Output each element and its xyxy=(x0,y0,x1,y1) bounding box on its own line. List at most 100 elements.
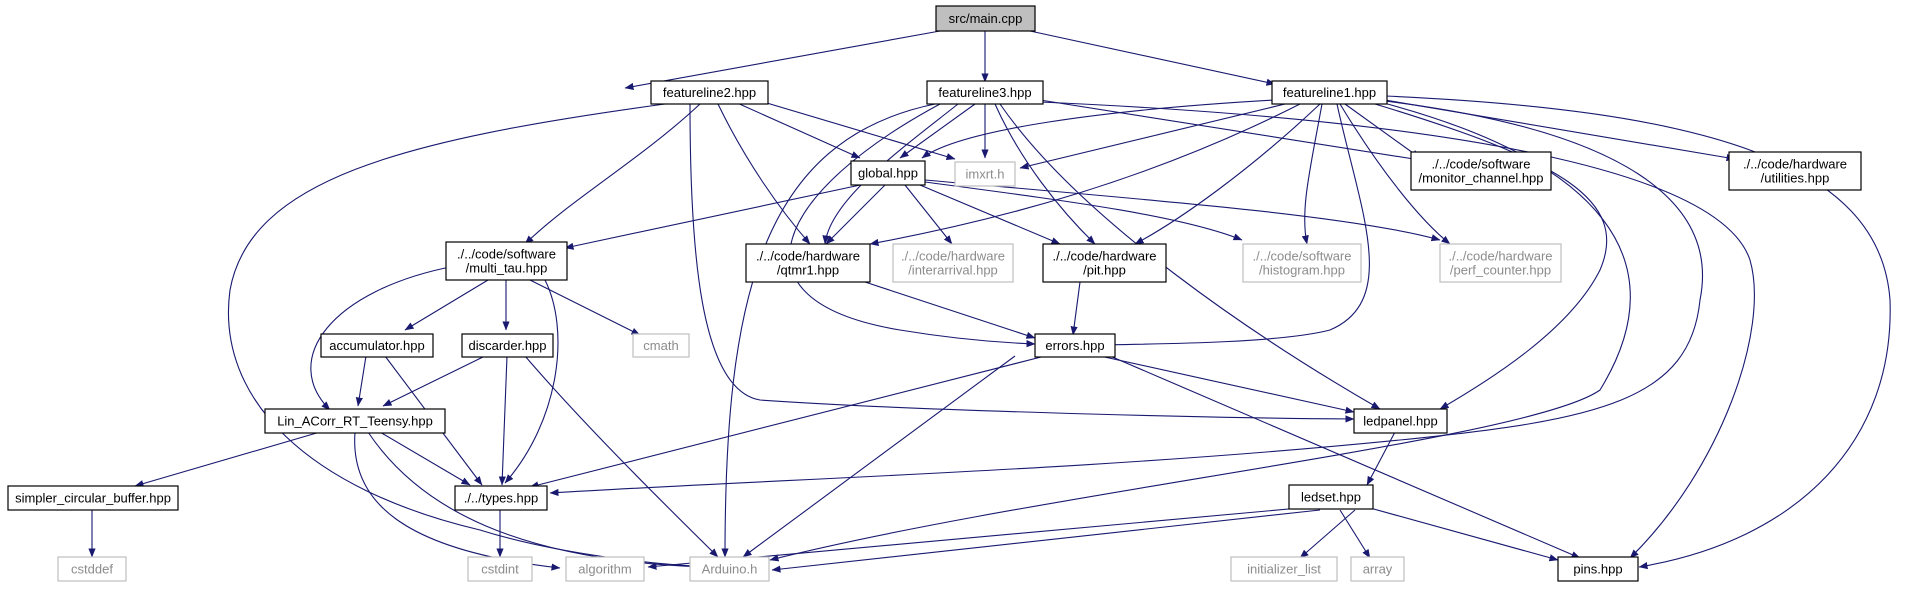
edge-errors-pins xyxy=(1109,355,1581,559)
node-types-hpp[interactable]: ./../types.hpp xyxy=(454,485,548,511)
edge-featureline3-monitor xyxy=(1039,99,1421,163)
node-label-line: src/main.cpp xyxy=(949,11,1023,26)
node-arduino-h[interactable]: Arduino.h xyxy=(689,556,770,582)
edge-featureline2-global xyxy=(734,101,861,159)
node-imxrt-h[interactable]: imxrt.h xyxy=(954,161,1016,187)
node-interarrival-hpp[interactable]: ./../code/hardware/interarrival.hpp xyxy=(892,243,1014,283)
node-label-line: /pit.hpp xyxy=(1083,263,1126,278)
node-array[interactable]: array xyxy=(1350,556,1405,582)
node-initializer-list[interactable]: initializer_list xyxy=(1230,556,1338,582)
node-label-line: simpler_circular_buffer.hpp xyxy=(15,491,171,506)
node-qtmr1-hpp[interactable]: ./../code/hardware/qtmr1.hpp xyxy=(745,243,871,283)
node-monitor-channel-hpp[interactable]: ./../code/software/monitor_channel.hpp xyxy=(1410,151,1552,191)
edge-featureline1-global xyxy=(921,99,1276,159)
node-label-line: initializer_list xyxy=(1247,562,1321,577)
edge-ledset-initializer-list xyxy=(1299,509,1356,559)
node-discarder-hpp[interactable]: discarder.hpp xyxy=(461,333,554,358)
edge-featureline2-arduino xyxy=(228,103,713,571)
node-global-hpp[interactable]: global.hpp xyxy=(850,160,926,186)
node-cmath[interactable]: cmath xyxy=(632,333,690,358)
edge-featureline3-pit xyxy=(994,103,1096,245)
node-label-line: ./../code/software xyxy=(1432,157,1531,172)
node-label-line: ledpanel.hpp xyxy=(1363,414,1437,429)
node-label-line: ./../types.hpp xyxy=(464,491,538,506)
edge-ledset-pins xyxy=(1369,507,1559,562)
node-errors-hpp[interactable]: errors.hpp xyxy=(1034,333,1116,358)
edge-accumulator-lin-acorr xyxy=(355,355,367,407)
edge-discarder-lin-acorr xyxy=(382,355,486,407)
node-featureline2-hpp[interactable]: featureline2.hpp xyxy=(650,80,769,105)
edge-global-perf-counter xyxy=(924,179,1441,242)
node-pins-hpp[interactable]: pins.hpp xyxy=(1557,556,1639,582)
edge-featureline3-errors xyxy=(789,103,1036,348)
edge-featureline2-multi-tau xyxy=(524,103,701,245)
node-label-line: errors.hpp xyxy=(1045,338,1104,353)
node-label-line: ./../code/software xyxy=(1253,249,1352,264)
edge-featureline1-types xyxy=(549,100,1704,497)
edge-global-pit xyxy=(919,184,1061,245)
node-label-line: pins.hpp xyxy=(1573,562,1622,577)
node-cstdint[interactable]: cstdint xyxy=(467,556,533,582)
node-label-line: Lin_ACorr_RT_Teensy.hpp xyxy=(277,414,433,429)
node-algorithm[interactable]: algorithm xyxy=(565,556,645,582)
node-featureline3-hpp[interactable]: featureline3.hpp xyxy=(926,80,1044,105)
node-lin-acorr-rt-teensy-hpp[interactable]: Lin_ACorr_RT_Teensy.hpp xyxy=(264,408,446,434)
edge-ledpanel-ledset xyxy=(1366,431,1396,486)
node-ledset-hpp[interactable]: ledset.hpp xyxy=(1288,484,1374,510)
node-label-line: /monitor_channel.hpp xyxy=(1418,171,1543,186)
edge-errors-types xyxy=(529,355,1046,489)
node-featureline1-hpp[interactable]: featureline1.hpp xyxy=(1271,80,1388,105)
edge-featureline2-qtmr1 xyxy=(717,103,811,245)
node-label-line: featureline1.hpp xyxy=(1283,85,1376,100)
node-label-line: ./../code/hardware xyxy=(901,249,1005,264)
edge-featureline1-histogram xyxy=(1301,103,1323,245)
edge-errors-ledpanel xyxy=(1099,355,1355,414)
node-multi-tau-hpp[interactable]: ./../code/software/multi_tau.hpp xyxy=(445,241,568,281)
node-label-line: /multi_tau.hpp xyxy=(466,261,548,276)
edge-featureline1-arduino xyxy=(769,101,1631,562)
node-label-line: ./../code/hardware xyxy=(1448,249,1552,264)
node-perf-counter-hpp[interactable]: ./../code/hardware/perf_counter.hpp xyxy=(1439,243,1562,283)
dependency-edges xyxy=(88,30,1891,573)
edge-main-featureline2 xyxy=(624,30,941,91)
node-label-line: featureline3.hpp xyxy=(938,85,1031,100)
node-histogram-hpp[interactable]: ./../code/software/histogram.hpp xyxy=(1242,243,1362,283)
edge-errors-arduino xyxy=(742,355,1016,558)
edge-featureline1-imxrt xyxy=(1019,103,1286,170)
node-label-line: ledset.hpp xyxy=(1301,490,1361,505)
node-main-cpp[interactable]: src/main.cpp xyxy=(935,5,1036,32)
edge-featureline3-pins xyxy=(1039,101,1755,559)
edge-discarder-types xyxy=(498,355,508,486)
edge-multi-tau-accumulator xyxy=(404,279,489,331)
node-utilities-hpp[interactable]: ./../code/hardware/utilities.hpp xyxy=(1728,151,1862,191)
edge-multi-tau-cmath xyxy=(529,279,641,336)
node-label-line: /histogram.hpp xyxy=(1259,263,1345,278)
edge-featureline1-monitor xyxy=(1344,103,1421,159)
edge-featureline3-global xyxy=(899,103,976,159)
edge-multi-tau-types xyxy=(504,279,559,484)
file-nodes: src/main.cpp featureline2.hpp featurelin… xyxy=(7,5,1862,582)
node-label-line: cmath xyxy=(643,338,678,353)
edge-featureline1-qtmr1 xyxy=(869,103,1301,246)
node-cstddef[interactable]: cstddef xyxy=(57,556,127,582)
edge-lin-acorr-simpler-buffer xyxy=(134,431,321,488)
edge-qtmr1-errors xyxy=(864,281,1036,339)
edge-main-featureline1 xyxy=(1029,30,1276,86)
node-label-line: Arduino.h xyxy=(702,562,758,577)
node-pit-hpp[interactable]: ./../code/hardware/pit.hpp xyxy=(1042,243,1167,283)
node-label-line: ./../code/hardware xyxy=(1052,249,1156,264)
edge-featureline1-pit xyxy=(1134,103,1321,245)
node-label-line: ./../code/hardware xyxy=(756,249,860,264)
edge-global-multi-tau xyxy=(564,183,866,250)
edge-discarder-arduino xyxy=(524,355,719,558)
node-simpler-circular-buffer-hpp[interactable]: simpler_circular_buffer.hpp xyxy=(7,485,179,511)
node-label-line: ./../code/software xyxy=(457,247,556,262)
node-label-line: /qtmr1.hpp xyxy=(777,263,839,278)
node-accumulator-hpp[interactable]: accumulator.hpp xyxy=(320,333,434,358)
node-label-line: global.hpp xyxy=(858,166,918,181)
node-ledpanel-hpp[interactable]: ledpanel.hpp xyxy=(1353,408,1448,434)
node-label-line: cstddef xyxy=(71,562,113,577)
node-label-line: cstdint xyxy=(481,562,519,577)
edge-featureline3-ledpanel xyxy=(999,103,1381,410)
